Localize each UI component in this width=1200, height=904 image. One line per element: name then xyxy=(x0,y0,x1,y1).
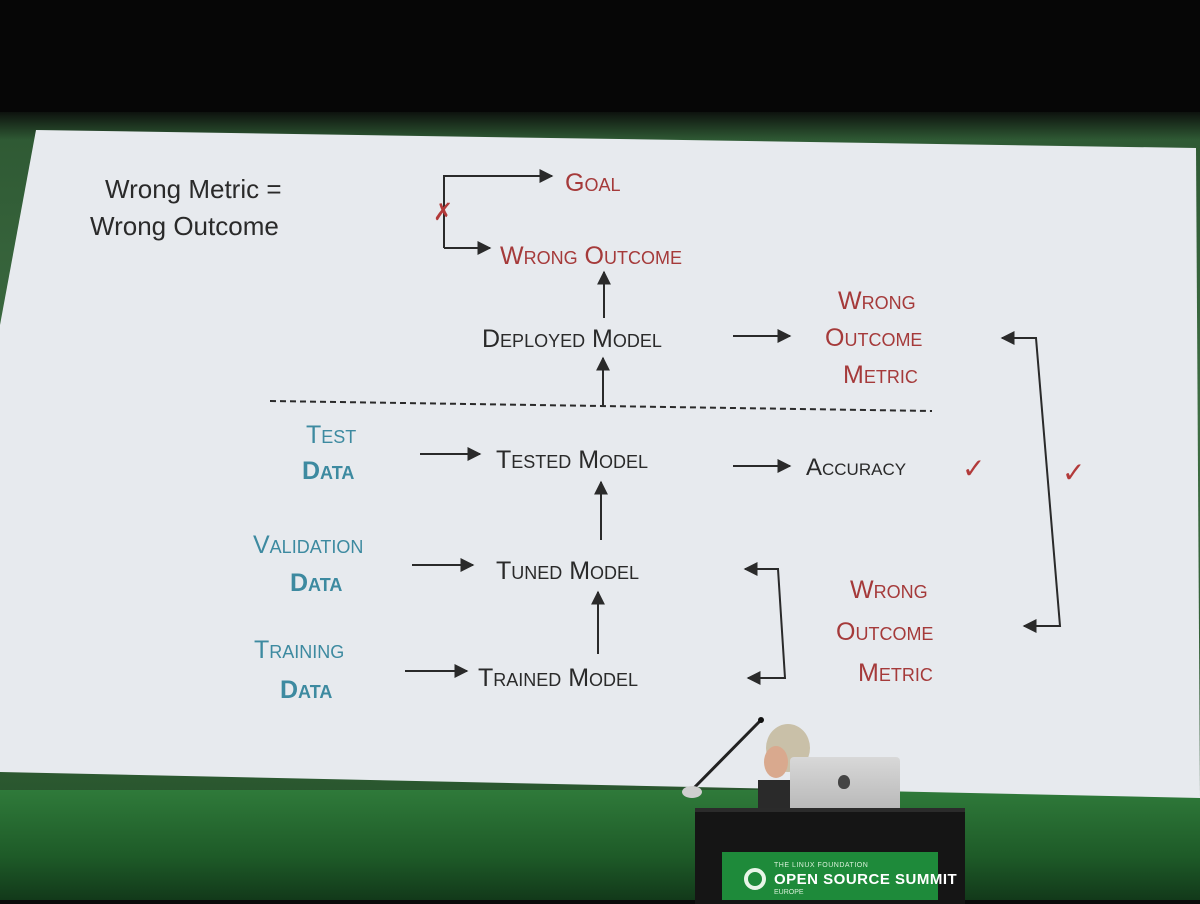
goal-arrow xyxy=(443,169,554,248)
metric-comparison-bracket xyxy=(1000,331,1062,633)
training-data-line2: Data xyxy=(280,676,332,704)
upper-metric-line1: Wrong xyxy=(838,287,916,315)
slide-title-line1: Wrong Metric = xyxy=(105,174,282,204)
summit-logo-icon xyxy=(744,868,766,890)
summit-logo: THE LINUX FOUNDATION OPEN SOURCE SUMMIT … xyxy=(738,860,957,900)
apple-logo-icon xyxy=(838,775,850,789)
goal-label: Goal xyxy=(565,169,620,197)
upper-metric-line3: Metric xyxy=(843,361,918,389)
slide-title-line2: Wrong Outcome xyxy=(90,211,279,241)
tuned-model-label: Tuned Model xyxy=(496,557,639,585)
deployed-model-label: Deployed Model xyxy=(482,325,662,353)
summit-region: EUROPE xyxy=(774,889,804,896)
accuracy-check-icon: ✓ xyxy=(962,453,985,484)
accuracy-label: Accuracy xyxy=(806,454,906,481)
trained-model-label: Trained Model xyxy=(478,664,638,692)
slide-surface xyxy=(0,130,1200,798)
bracket-check-icon: ✓ xyxy=(1062,457,1085,488)
speaker-face xyxy=(764,746,788,778)
lower-metric-line2: Outcome xyxy=(836,618,933,646)
microphone-clip xyxy=(682,786,702,798)
tuning-loop-bracket xyxy=(743,562,787,685)
wrong-outcome-label: Wrong Outcome xyxy=(500,242,682,270)
summit-name: OPEN SOURCE SUMMIT xyxy=(774,871,958,888)
train-deploy-separator xyxy=(269,400,933,412)
test-data-line2: Data xyxy=(302,457,354,485)
ceiling-darkness xyxy=(0,0,1200,112)
upper-metric-line2: Outcome xyxy=(825,324,922,352)
microphone xyxy=(682,717,764,798)
cross-mark-icon: ✗ xyxy=(433,199,453,226)
tested-model-label: Tested Model xyxy=(496,446,648,474)
training-data-line1: Training xyxy=(254,636,344,664)
summit-organizer: THE LINUX FOUNDATION xyxy=(774,862,869,869)
test-data-line1: Test xyxy=(306,421,356,449)
stage-floor xyxy=(0,790,1200,900)
microphone-gooseneck xyxy=(686,719,762,796)
lower-metric-line3: Metric xyxy=(858,659,933,687)
validation-data-line2: Data xyxy=(290,569,342,597)
microphone-head xyxy=(758,717,764,723)
validation-data-line1: Validation xyxy=(253,531,363,559)
laptop xyxy=(790,757,900,809)
lower-metric-line1: Wrong xyxy=(850,576,928,604)
